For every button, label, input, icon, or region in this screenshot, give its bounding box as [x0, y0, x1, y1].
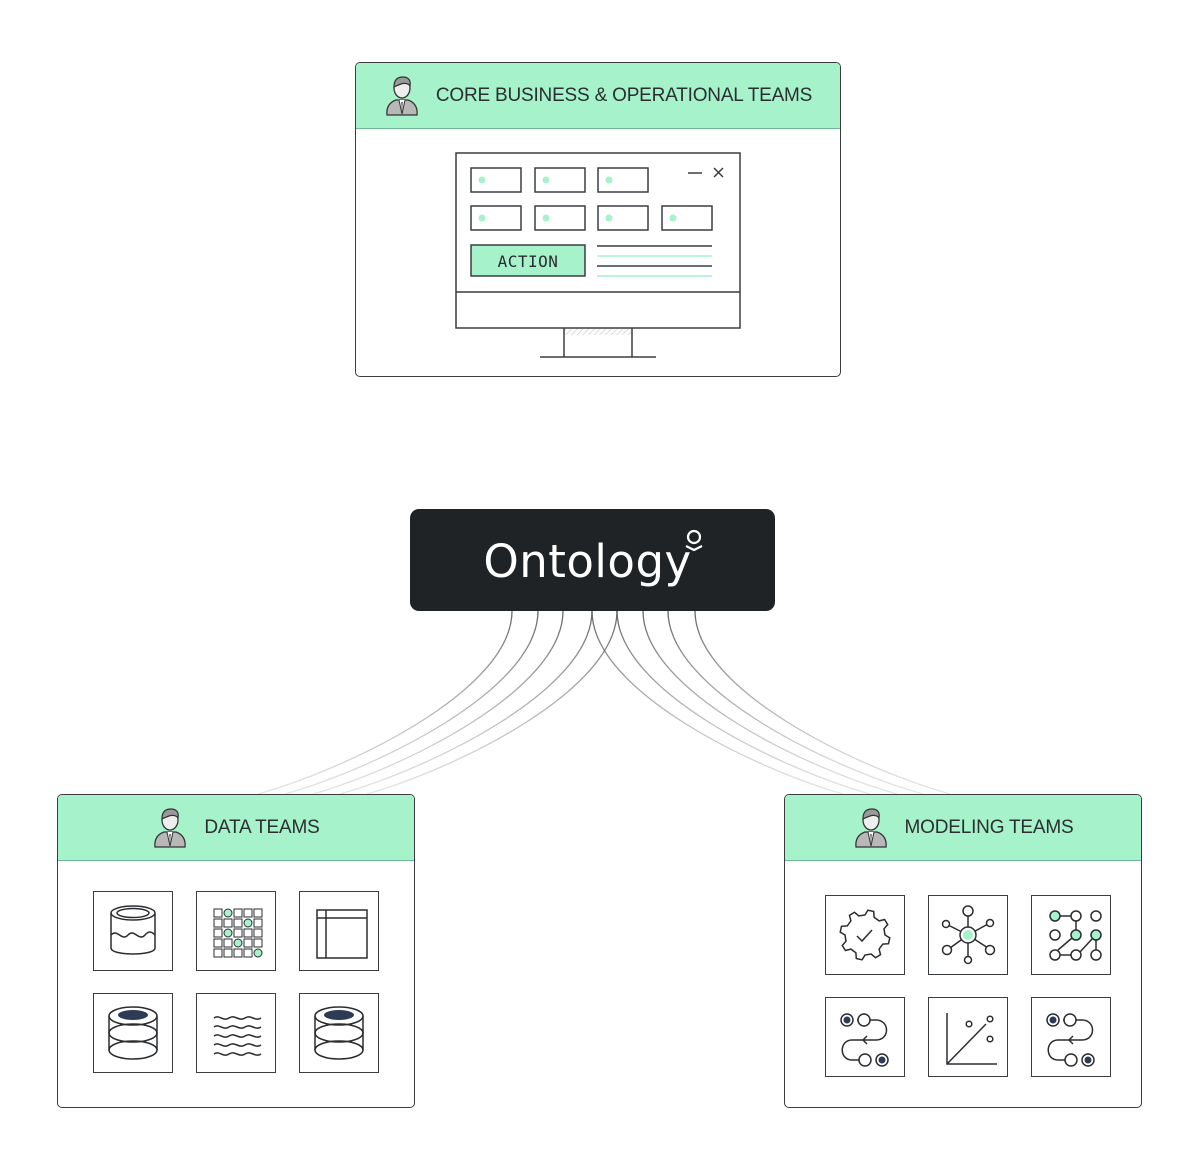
- table-icon: [316, 909, 368, 959]
- data-grid-tile: [196, 891, 276, 971]
- grid-cell: [213, 938, 223, 948]
- grid-cell: [233, 928, 243, 938]
- person-icon: [386, 75, 418, 116]
- grid-cell: [253, 918, 263, 928]
- grid-cell-highlight: [243, 918, 253, 928]
- pipeline-tile: [825, 997, 905, 1077]
- grid-cell-highlight: [253, 948, 263, 958]
- database-icon: [108, 1006, 158, 1060]
- ontology-label: Ontology: [483, 534, 692, 588]
- pipeline-tile: [1031, 997, 1111, 1077]
- ontology-hub: Ontology: [410, 509, 775, 611]
- core-to-ontology-lines: [569, 377, 619, 509]
- grid-cell: [213, 948, 223, 958]
- data-teams-header: DATA TEAMS: [58, 795, 414, 861]
- field-box: [597, 205, 649, 231]
- database-tile: [93, 993, 173, 1073]
- scatter-plot-tile: [928, 997, 1008, 1077]
- pipeline-icon: [1046, 1013, 1095, 1067]
- ontology-to-modeling-lines: [591, 610, 951, 795]
- node-matrix-tile: [1031, 895, 1111, 975]
- grid-cell: [243, 928, 253, 938]
- action-button-label: ACTION: [498, 252, 559, 271]
- person-icon: [154, 807, 187, 848]
- field-box: [470, 167, 522, 193]
- grid-cell: [233, 908, 243, 918]
- modeling-teams-title: MODELING TEAMS: [904, 816, 1074, 838]
- data-teams-title: DATA TEAMS: [204, 816, 320, 838]
- stream-tile: [196, 993, 276, 1073]
- grid-cell: [213, 918, 223, 928]
- connector-line: [667, 610, 924, 795]
- database-icon: [314, 1006, 364, 1060]
- grid-cell-highlight: [233, 938, 243, 948]
- core-business-teams-header: CORE BUSINESS & OPERATIONAL TEAMS: [356, 63, 840, 129]
- field-box: [534, 167, 586, 193]
- data-lake-icon: [110, 905, 156, 955]
- field-box: [597, 167, 649, 193]
- palantir-logo-icon: [685, 529, 703, 552]
- connector-line: [694, 610, 951, 795]
- field-box: [534, 205, 586, 231]
- close-icon: [713, 167, 724, 178]
- connector-line: [312, 610, 564, 795]
- grid-cell: [223, 918, 233, 928]
- person-icon: [854, 807, 887, 848]
- data-grid-icon: [213, 908, 263, 958]
- ontology-to-data-lines: [257, 610, 618, 795]
- node-matrix-icon: [1049, 910, 1102, 961]
- grid-cell-highlight: [223, 908, 233, 918]
- grid-cell: [233, 948, 243, 958]
- table-tile: [299, 891, 379, 971]
- grid-cell: [243, 908, 253, 918]
- connector-line: [591, 610, 844, 795]
- monitor-illustration: ACTION: [455, 152, 741, 358]
- database-tile: [299, 993, 379, 1073]
- grid-cell: [253, 908, 263, 918]
- gear-check-icon: [839, 909, 891, 961]
- scatter-plot-icon: [946, 1013, 997, 1065]
- grid-cell: [213, 908, 223, 918]
- pipeline-icon: [840, 1013, 889, 1067]
- grid-cell: [243, 948, 253, 958]
- gear-check-tile: [825, 895, 905, 975]
- grid-cell: [243, 938, 253, 948]
- modeling-teams-header: MODELING TEAMS: [785, 795, 1141, 861]
- field-box: [470, 205, 522, 231]
- data-teams-icon-grid: [93, 891, 379, 1073]
- core-business-teams-title: CORE BUSINESS & OPERATIONAL TEAMS: [435, 84, 813, 106]
- grid-cell: [223, 938, 233, 948]
- core-business-teams-card: CORE BUSINESS & OPERATIONAL TEAMS: [355, 62, 841, 377]
- grid-cell-highlight: [223, 928, 233, 938]
- network-hub-tile: [928, 895, 1008, 975]
- data-teams-card: DATA TEAMS: [57, 794, 415, 1108]
- connector-line: [257, 610, 513, 795]
- data-lake-tile: [93, 891, 173, 971]
- field-box: [661, 205, 713, 231]
- stream-icon: [213, 1016, 262, 1056]
- grid-cell: [233, 918, 243, 928]
- grid-cell: [213, 928, 223, 938]
- connector-line: [642, 610, 898, 795]
- modeling-teams-card: MODELING TEAMS: [784, 794, 1142, 1108]
- grid-cell: [253, 928, 263, 938]
- network-hub-icon: [941, 905, 996, 965]
- connector-line: [616, 610, 871, 795]
- action-button: [470, 244, 586, 277]
- grid-cell: [223, 948, 233, 958]
- connector-line: [339, 610, 593, 795]
- connector-line: [366, 610, 618, 795]
- modeling-teams-icon-grid: [825, 895, 1111, 1077]
- connector-line: [284, 610, 539, 795]
- grid-cell: [253, 938, 263, 948]
